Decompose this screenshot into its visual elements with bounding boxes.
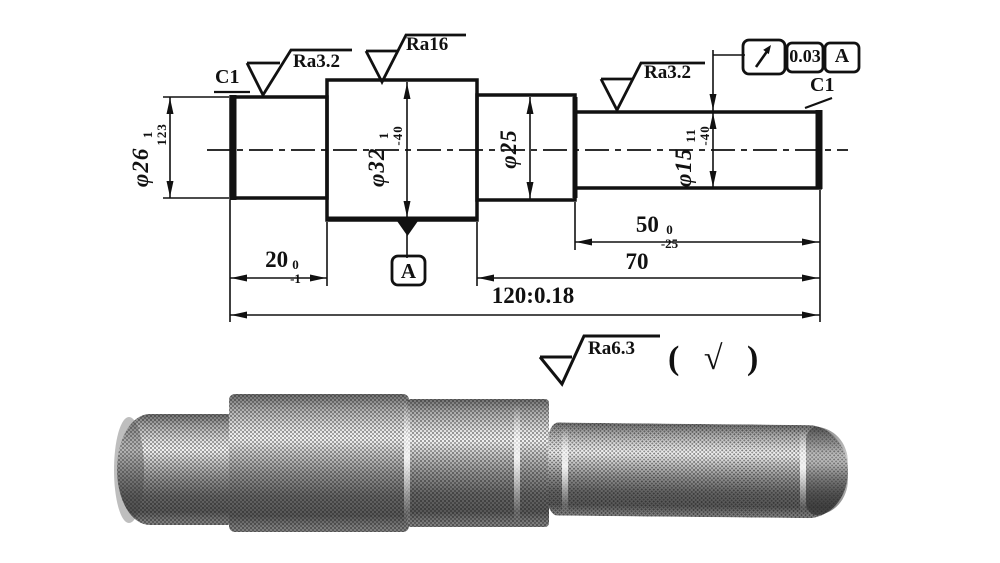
- roughness-label-general: Ra6.3: [588, 338, 635, 359]
- chamfer-label-left: C1: [215, 66, 240, 88]
- dimension-arrows: [166, 83, 818, 319]
- roughness-label-right: Ra3.2: [644, 62, 691, 83]
- other-surfaces-note: ( √ ): [668, 340, 767, 377]
- dim-length-70: 70: [625, 249, 649, 274]
- heavy-edges: [327, 97, 578, 222]
- shaft-photo-highlight: [514, 404, 520, 522]
- shaft-photo-segment-25: [407, 399, 549, 527]
- shaft-photo-left-cap: [114, 417, 144, 523]
- datum-box: [390, 254, 427, 287]
- shaft-photo-highlight: [800, 430, 806, 512]
- chamfer-label-right: C1: [810, 74, 835, 96]
- datum-label: A: [400, 259, 417, 283]
- chamfer-mark-right: [804, 96, 833, 110]
- shaft-photo-highlight: [562, 427, 568, 513]
- shaft-photo-segment-32: [229, 394, 409, 532]
- circular-runout-icon: [754, 45, 771, 68]
- dim-length-120: 120:0.18: [491, 283, 575, 308]
- roughness-label-middle: Ra16: [406, 34, 449, 55]
- fcf-tolerance-value: 0.03: [789, 46, 821, 66]
- surface-finish-icon-middle: [364, 33, 466, 86]
- shaft-photo-highlight: [404, 401, 410, 525]
- surface-finish-icon-right: [599, 61, 705, 114]
- surface-finish-icon-general: [538, 334, 660, 387]
- roughness-label-left: Ra3.2: [293, 51, 340, 72]
- datum-triangle-icon: [397, 221, 418, 236]
- feature-control-frame: [741, 38, 861, 76]
- dimension-lines: [163, 50, 821, 322]
- shaft-photo-segment-26: [117, 414, 235, 525]
- shaft-photo-right-cap: [806, 427, 848, 515]
- dim-diameter-25: φ25: [496, 129, 521, 169]
- fcf-datum-ref: A: [834, 45, 850, 67]
- surface-finish-icon-left: [245, 48, 352, 98]
